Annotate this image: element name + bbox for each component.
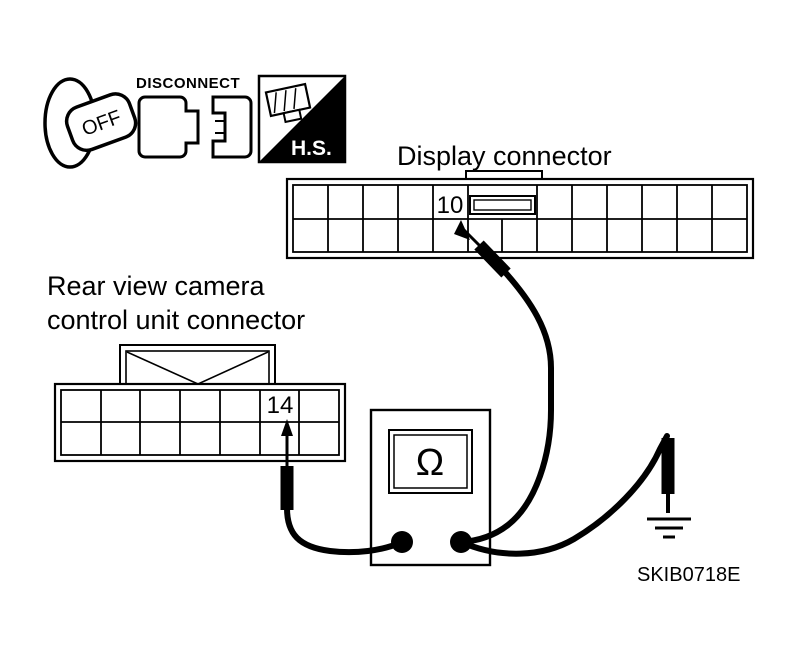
camera-connector-label-line2: control unit connector: [47, 305, 305, 335]
wire-pin10-to-meter: [458, 268, 554, 545]
disconnect-icon: DISCONNECT: [136, 75, 253, 159]
meter-terminals: [391, 531, 472, 553]
figure-code: SKIB0718E: [637, 564, 740, 586]
camera-connector: Rear view camera control unit connector …: [47, 271, 347, 463]
wire-meter-to-ground: [458, 433, 670, 557]
camera-connector-label-line1: Rear view camera: [47, 271, 266, 301]
ground-symbol: [647, 517, 691, 539]
harness-side-icon: H.S.: [257, 74, 347, 164]
grid-lines: [61, 390, 339, 455]
meter-display-inner: [393, 434, 468, 489]
wire-pin14-to-meter: [284, 505, 405, 556]
display-connector-label: Display connector: [397, 141, 612, 171]
probe-tip-arrow: [454, 220, 470, 240]
display-connector: Display connector 10: [285, 141, 755, 260]
probe-display-pin10: [454, 220, 511, 278]
key-head-shape: [64, 92, 138, 153]
terminal-slot: [469, 195, 536, 215]
hs-label: H.S.: [291, 137, 332, 160]
hs-connector-glyph: [264, 82, 312, 124]
terminal-slot-inner: [473, 199, 532, 211]
probe-body: [474, 240, 511, 278]
meter-terminal-right: [450, 531, 472, 553]
ohm-symbol: Ω: [416, 442, 444, 484]
test-lead-wires: [284, 268, 670, 557]
meter-terminal-left: [391, 531, 413, 553]
probe-tip-arrow: [281, 419, 293, 436]
disconnect-label: DISCONNECT: [136, 75, 240, 92]
ohmmeter: Ω: [369, 408, 492, 567]
connector-plug-half: [137, 95, 200, 159]
probe-camera-pin14: [280, 419, 294, 510]
connector-socket-half: [211, 95, 253, 159]
camera-pin-number: 14: [267, 392, 294, 419]
meter-display: [388, 429, 473, 494]
ignition-off-icon: OFF: [43, 77, 138, 169]
display-pin-number: 10: [437, 192, 464, 219]
grid-lines: [293, 185, 747, 252]
